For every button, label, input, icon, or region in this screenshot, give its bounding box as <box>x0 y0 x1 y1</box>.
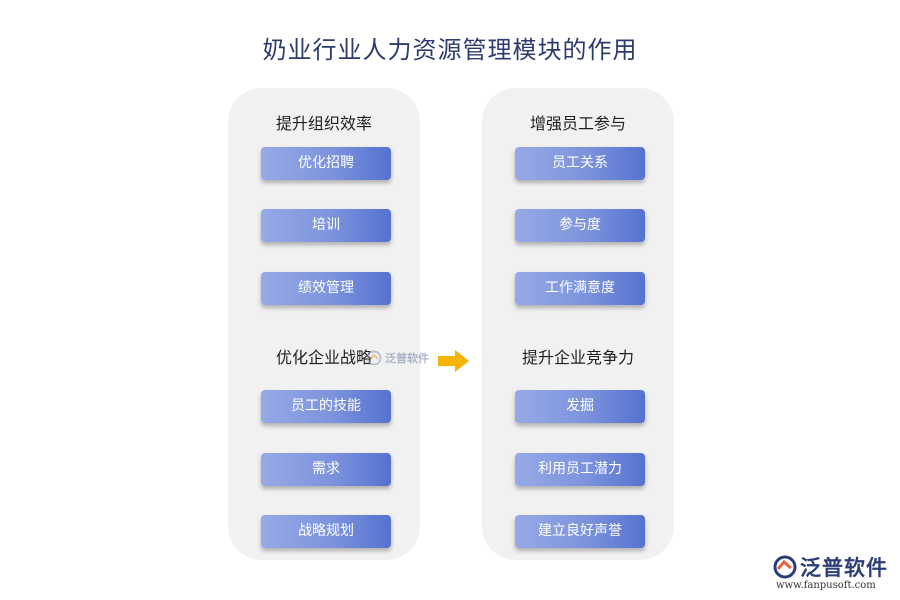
left-section2-item: 战略规划 <box>261 515 391 548</box>
watermark-text: 泛普软件 <box>385 352 429 365</box>
right-section2-heading: 提升企业竞争力 <box>521 348 634 367</box>
fanpu-logo-icon <box>773 555 797 579</box>
right-section2-item: 发掘 <box>515 390 645 423</box>
right-section1-item: 工作满意度 <box>515 272 645 305</box>
left-section1-item: 培训 <box>261 209 391 242</box>
brand-url: www.fanpusoft.com <box>776 580 876 591</box>
brand-logo: 泛普软件 www.fanpusoft.com <box>772 552 896 598</box>
brand-name: 泛普软件 <box>800 556 888 580</box>
center-watermark: 泛普软件 <box>366 348 429 368</box>
right-section1-item: 参与度 <box>515 209 645 242</box>
right-section1-heading: 增强员工参与 <box>529 114 626 133</box>
left-section1-heading: 提升组织效率 <box>275 114 372 133</box>
left-section2-item: 员工的技能 <box>261 390 391 423</box>
left-section2-item: 需求 <box>261 453 391 486</box>
right-arrow-icon <box>438 350 469 372</box>
left-panel: 提升组织效率 优化招聘 培训 绩效管理 优化企业战略 员工的技能 需求 战略规划 <box>228 88 420 560</box>
right-section2-item: 利用员工潜力 <box>515 453 645 486</box>
right-panel: 增强员工参与 员工关系 参与度 工作满意度 提升企业竞争力 发掘 利用员工潜力 … <box>482 88 674 560</box>
right-section2-item: 建立良好声誉 <box>515 515 645 548</box>
left-section2-heading: 优化企业战略 <box>275 348 372 367</box>
watermark-logo-icon <box>366 350 382 366</box>
diagram-title: 奶业行业人力资源管理模块的作用 <box>262 36 638 64</box>
left-section1-item: 绩效管理 <box>261 272 391 305</box>
left-section1-item: 优化招聘 <box>261 147 391 180</box>
right-section1-item: 员工关系 <box>515 147 645 180</box>
